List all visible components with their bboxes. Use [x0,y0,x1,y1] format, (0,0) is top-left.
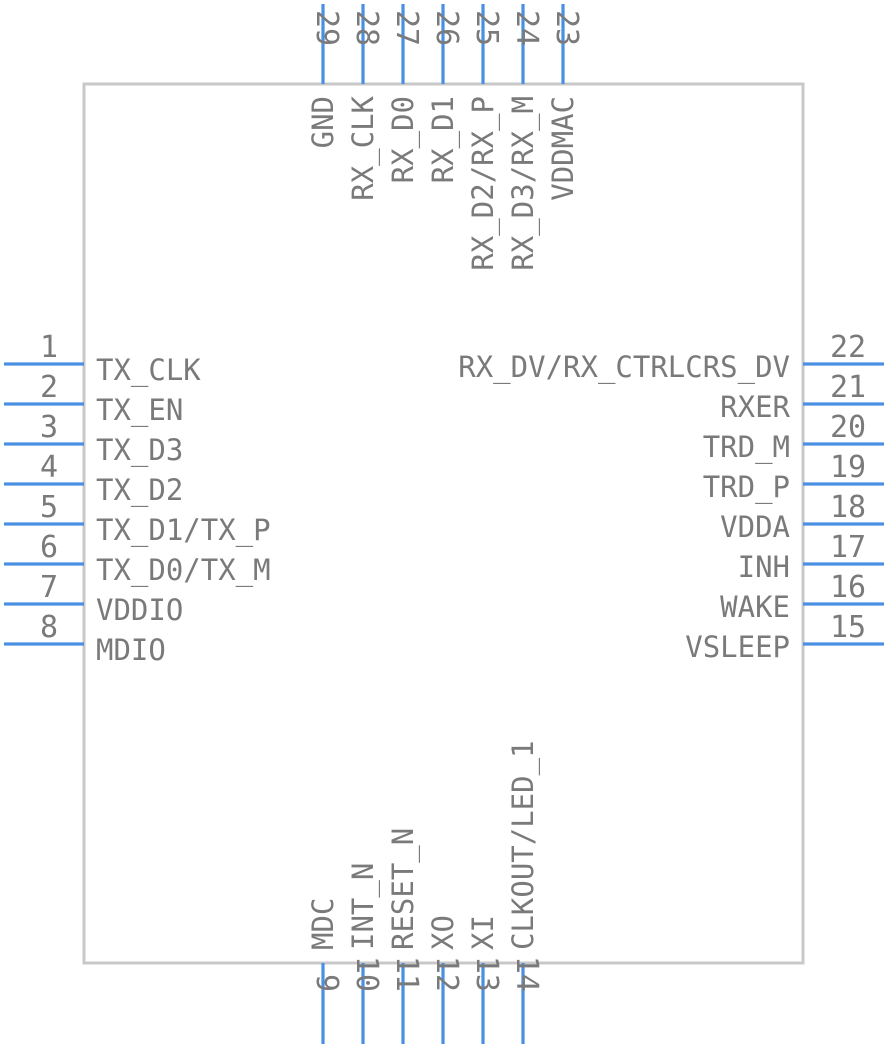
pin-22-number: 22 [830,330,866,365]
pin-8-label: MDIO [96,633,166,667]
pin-18-label: VDDA [720,510,790,544]
pin-29-label: GND [306,96,340,148]
pin-20-label: TRD_M [703,430,790,465]
pin-7-label: VDDIO [96,593,183,627]
pin-8-number: 8 [40,610,58,645]
pin-14-number: 14 [509,956,544,992]
pin-17-number: 17 [830,530,866,565]
pin-13-number: 13 [469,956,504,992]
pin-4-label: TX_D2 [96,473,183,508]
pin-10-label: INT_N [346,863,381,950]
pin-12-label: XO [426,915,460,950]
pin-18-number: 18 [830,490,866,525]
pin-6-label: TX_D0/TX_M [96,553,271,588]
pin-5-number: 5 [40,490,58,525]
pin-11-number: 11 [389,956,424,992]
pin-6-number: 6 [40,530,58,565]
pin-7-number: 7 [40,570,58,605]
pin-10-number: 10 [349,956,384,992]
pin-19-number: 19 [830,450,866,485]
pin-28-number: 28 [349,10,384,46]
pin-27-label: RX_D0 [386,96,421,183]
pin-16-label: WAKE [720,590,790,624]
pin-11-label: RESET_N [386,828,421,950]
pin-3-number: 3 [40,410,58,445]
pin-1-label: TX_CLK [96,353,201,388]
pin-1-number: 1 [40,330,58,365]
pin-25-number: 25 [469,10,504,46]
pin-3-label: TX_D3 [96,433,183,468]
pin-29-number: 29 [309,10,344,46]
pin-27-number: 27 [389,10,424,46]
pin-26-label: RX_D1 [426,96,461,183]
pin-17-label: INH [738,550,790,584]
pin-15-label: VSLEEP [685,630,790,664]
pin-24-label: RX_D3/RX_M [506,96,541,271]
pin-21-label: RXER [720,390,790,424]
pin-9-number: 9 [309,974,344,992]
pin-23-label: VDDMAC [546,96,580,201]
pins-layer: 1TX_CLK 2TX_EN 3TX_D3 4TX_D2 5TX_D1/TX_P 6TX_… [4,4,884,1044]
pin-14-label: CLKOUT/LED_1 [506,740,541,950]
pin-19-label: TRD_P [703,470,790,505]
pin-12-number: 12 [429,956,464,992]
pin-23-number: 23 [549,10,584,46]
pin-13-label: XI [466,915,500,950]
pin-28-label: RX_CLK [346,95,381,200]
pin-16-number: 16 [830,570,866,605]
pin-24-number: 24 [509,10,544,46]
pin-9-label: MDC [306,898,340,950]
pin-2-number: 2 [40,370,58,405]
pin-25-label: RX_D2/RX_P [466,96,501,271]
pin-26-number: 26 [429,10,464,46]
pin-2-label: TX_EN [96,393,183,428]
pin-15-number: 15 [830,610,866,645]
pin-5-label: TX_D1/TX_P [96,513,271,548]
pin-20-number: 20 [830,410,866,445]
pin-21-number: 21 [830,370,866,405]
pin-4-number: 4 [40,450,58,485]
ic-package-body [82,82,805,965]
pin-22-label: RX_DV/RX_CTRLCRS_DV [458,350,790,385]
